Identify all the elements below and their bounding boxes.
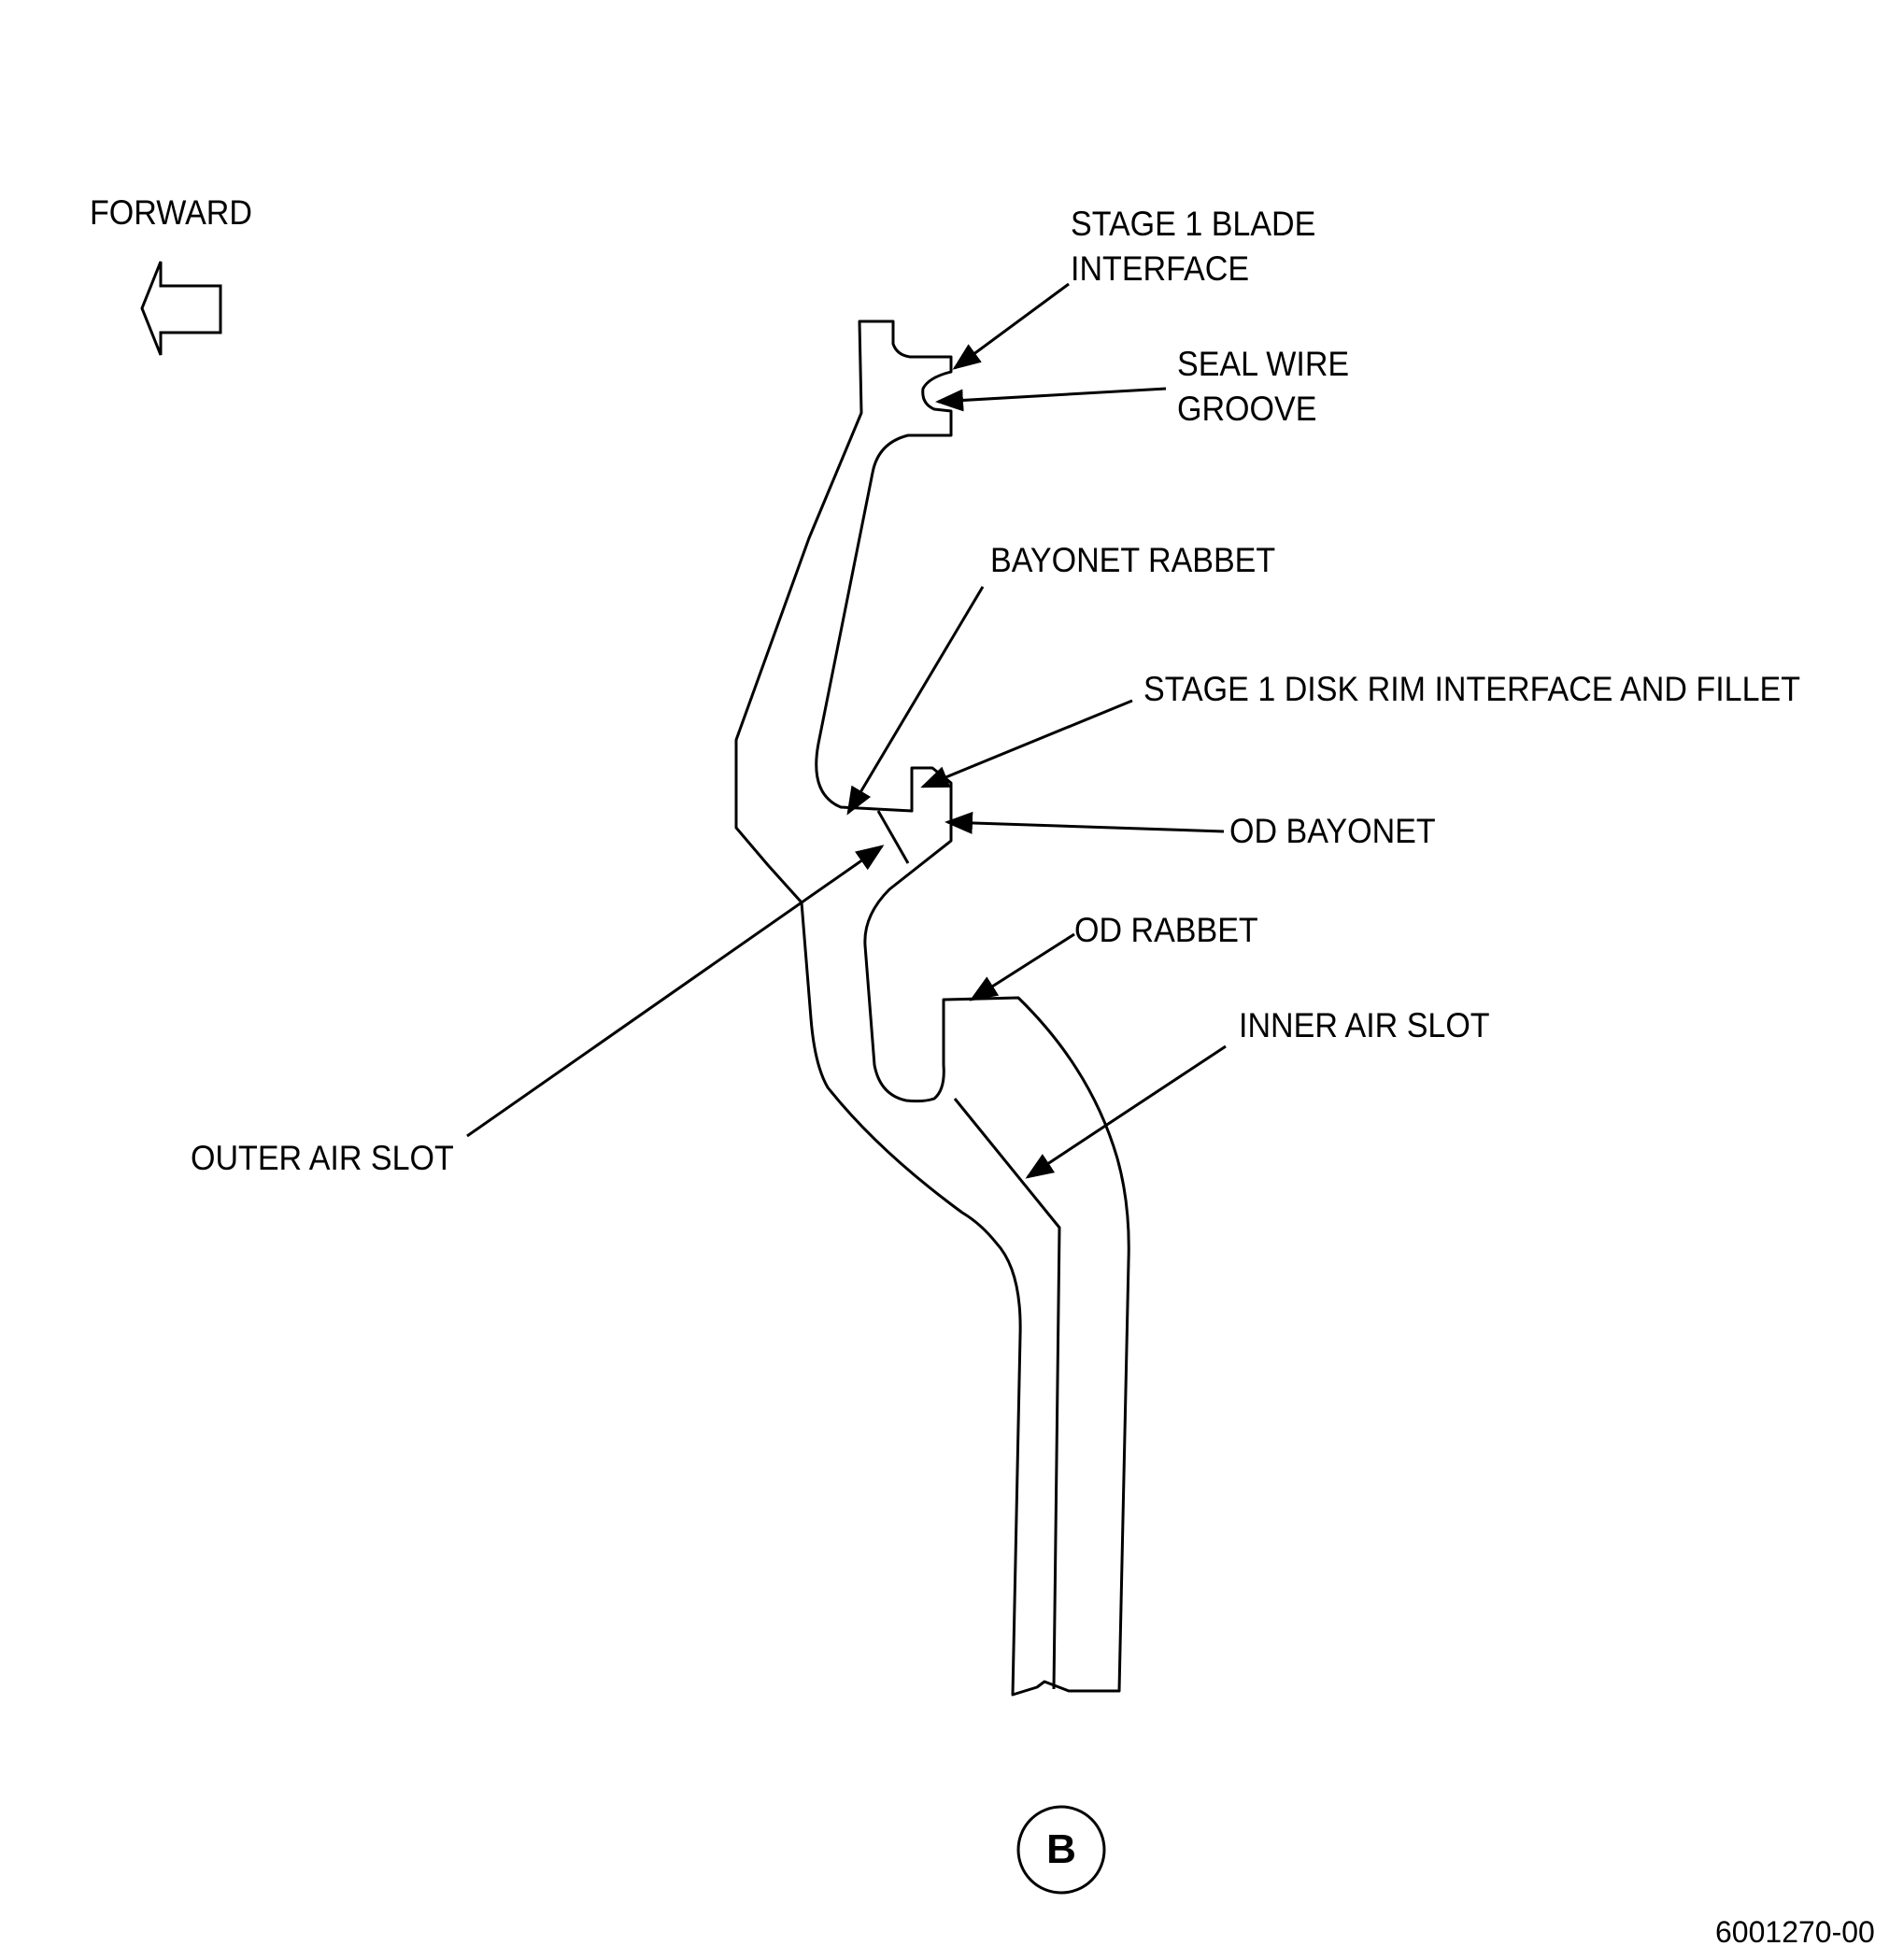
- label-seal-wire-groove-line1: SEAL WIRE: [1177, 345, 1350, 383]
- leader-od-bayonet: [944, 811, 1225, 834]
- leader-seal-wire-groove: [935, 387, 1167, 412]
- leader-stage1-disk-rim: [920, 699, 1133, 788]
- label-outer-air-slot: OUTER AIR SLOT: [191, 1139, 454, 1177]
- label-stage1-blade-interface-line1: STAGE 1 BLADE: [1071, 205, 1316, 243]
- label-forward: FORWARD: [90, 193, 252, 232]
- label-bayonet-rabbet: BAYONET RABBET: [990, 541, 1276, 579]
- inner-air-slot-passage: [953, 1098, 1061, 1690]
- view-letter-circle: [1016, 1805, 1106, 1895]
- leader-outer-air-slot: [466, 845, 885, 1138]
- leader-od-rabbet: [969, 932, 1075, 1001]
- label-stage1-disk-rim: STAGE 1 DISK RIM INTERFACE AND FILLET: [1143, 670, 1801, 708]
- label-inner-air-slot: INNER AIR SLOT: [1239, 1006, 1490, 1044]
- leader-inner-air-slot: [1025, 1044, 1227, 1179]
- leader-bayonet-rabbet: [846, 586, 985, 816]
- forward-arrow-icon: [140, 261, 222, 356]
- label-od-rabbet: OD RABBET: [1074, 911, 1258, 949]
- seal-profile-outline: [734, 320, 1130, 1697]
- label-seal-wire-groove-line2: GROOVE: [1177, 390, 1317, 428]
- figure-number: 6001270-00: [1715, 1915, 1875, 1949]
- outer-air-slot-passage: [876, 810, 910, 864]
- label-od-bayonet: OD BAYONET: [1229, 812, 1436, 850]
- view-letter: B: [1046, 1826, 1076, 1872]
- leader-stage1-blade-interface: [952, 282, 1070, 370]
- label-stage1-blade-interface-line2: INTERFACE: [1071, 249, 1250, 288]
